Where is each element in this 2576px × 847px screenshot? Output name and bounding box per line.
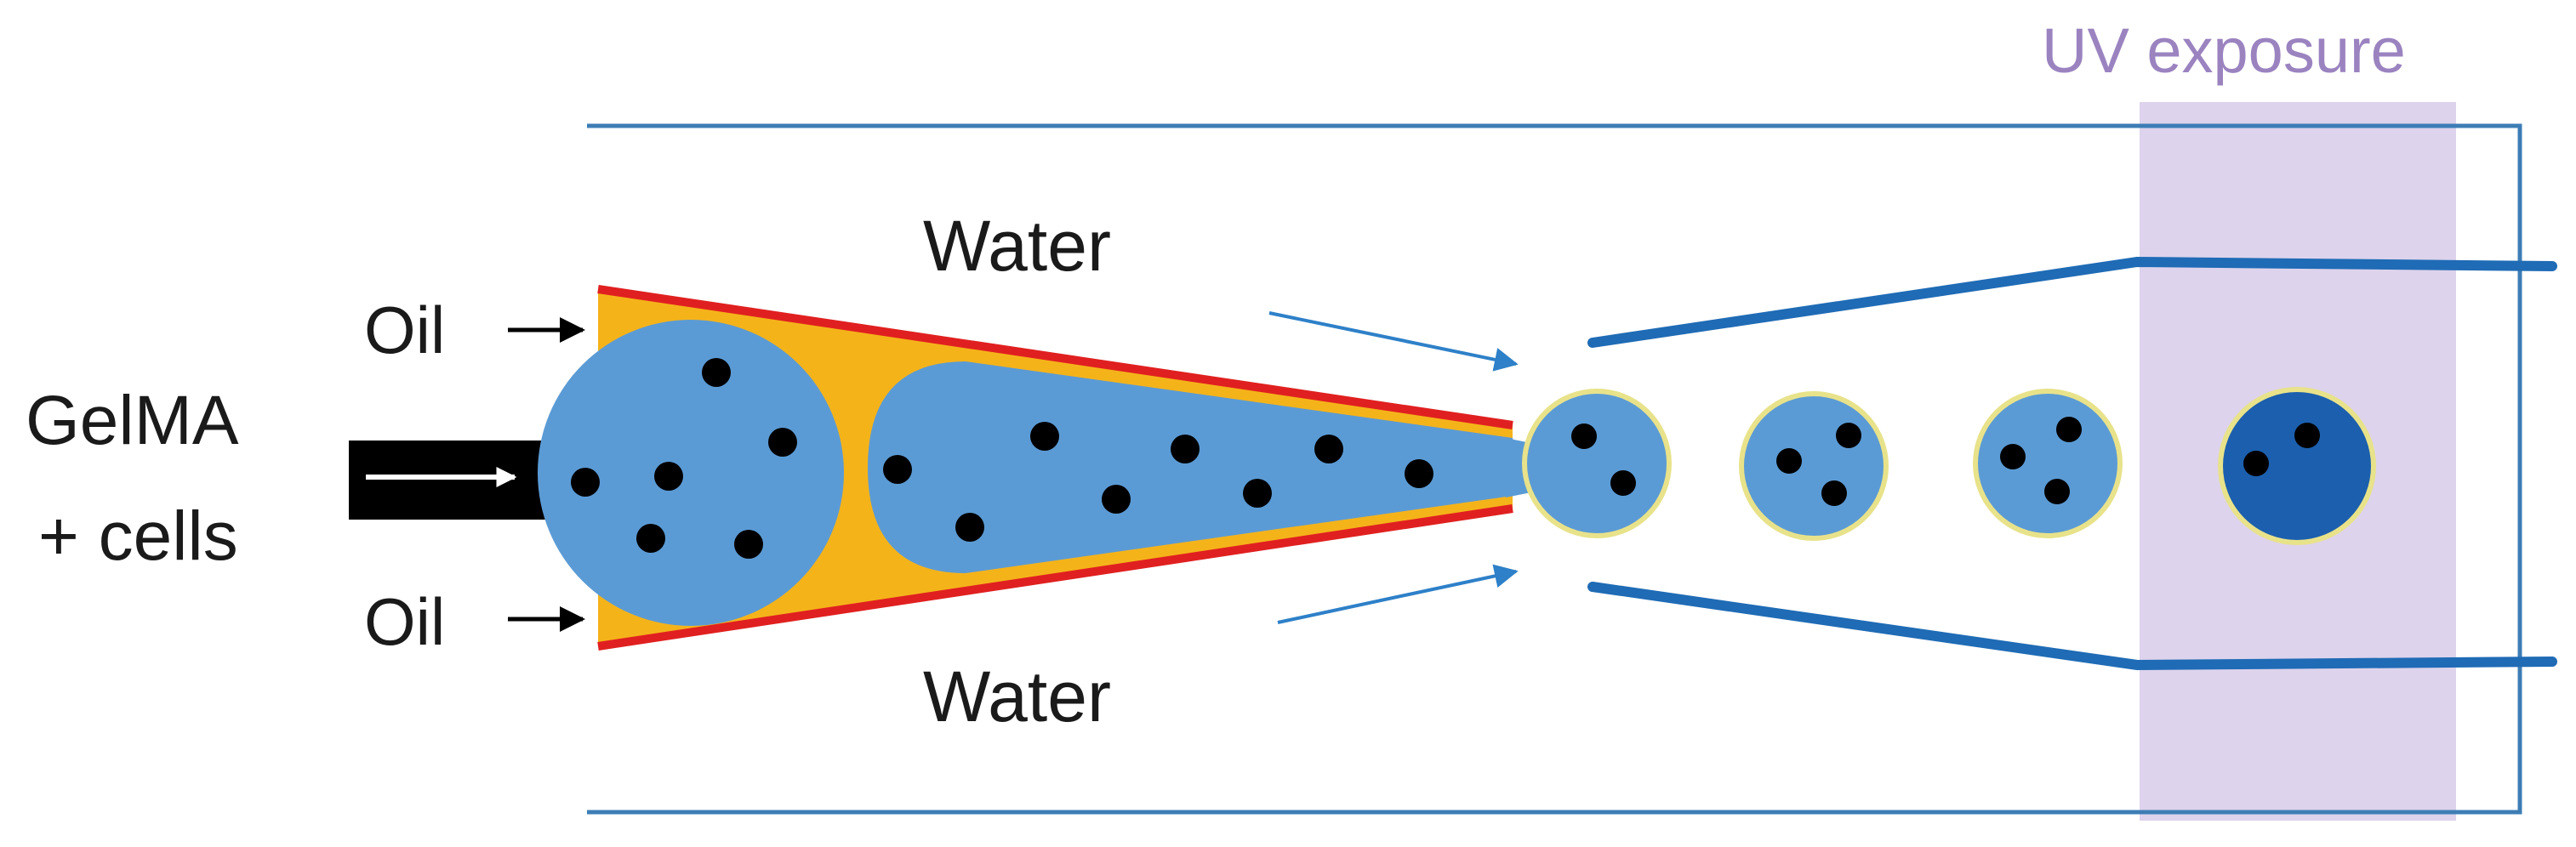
- water-label-bottom: Water: [923, 657, 1111, 736]
- thread-cells: [883, 422, 1433, 542]
- inner-channel-bottom-wall: [1587, 582, 2557, 671]
- droplet-3: [1973, 389, 2123, 538]
- outer-channel: [587, 123, 2522, 815]
- gelma-thread: [868, 361, 1518, 573]
- water-label-top: Water: [923, 206, 1111, 286]
- droplet-2: [1739, 391, 1889, 541]
- gelma-inlet: [349, 441, 546, 520]
- cone-wall-top: [597, 285, 1513, 429]
- droplet-1: [1522, 389, 1672, 538]
- gelma-label: GelMA: [26, 382, 239, 459]
- droplet-cured: [2218, 387, 2376, 545]
- water-flow-arrow-icon: [1277, 564, 1519, 624]
- gelma-bulb: [538, 320, 844, 626]
- cone-wall-bottom: [597, 504, 1513, 651]
- water-flow-arrow-icon: [1268, 311, 1519, 372]
- inner-channel-top-wall: [1587, 256, 2557, 348]
- cells-label: + cells: [38, 497, 238, 575]
- uv-exposure-label: UV exposure: [2042, 15, 2406, 86]
- oil-label-top: Oil: [364, 293, 445, 367]
- oil-label-bottom: Oil: [364, 584, 445, 659]
- bulb-cells: [571, 358, 797, 559]
